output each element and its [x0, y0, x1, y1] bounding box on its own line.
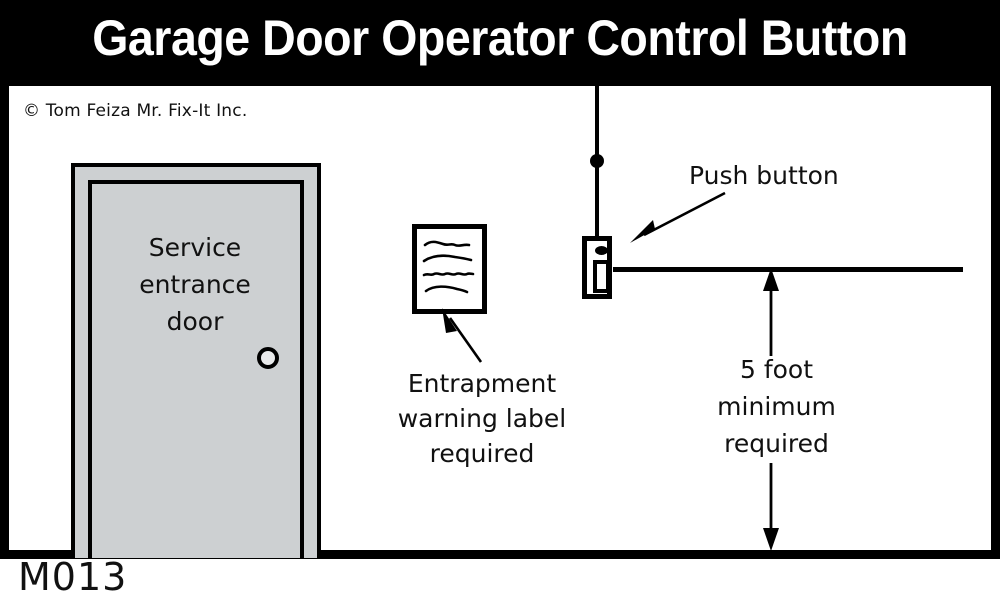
service-door-label: Service entrance door	[95, 229, 295, 340]
dimension-line2: minimum	[717, 392, 836, 421]
push-button-leader-arrow	[630, 191, 726, 243]
wall-reference-line	[613, 267, 963, 272]
dimension-line1: 5 foot	[739, 355, 814, 384]
entrapment-label-leader-arrow	[442, 308, 483, 363]
service-door-label-line2: entrance	[139, 270, 251, 299]
page-title: Garage Door Operator Control Button	[92, 10, 908, 66]
entrapment-warning-label-graphic	[412, 224, 487, 314]
wire-junction-dot-icon	[590, 154, 604, 168]
push-button-indicator-icon	[595, 246, 608, 255]
entrapment-callout-line2: warning label	[397, 404, 567, 433]
diagram-frame-border: © Tom Feiza Mr. Fix-It Inc. Service entr…	[0, 78, 1000, 559]
push-button-callout: Push button	[689, 161, 839, 190]
doorknob-icon	[257, 347, 279, 369]
push-button-switch-icon	[593, 260, 610, 293]
figure-code: M013	[18, 555, 128, 597]
dimension-callout: 5 foot minimum required	[664, 351, 889, 462]
service-door-label-line3: door	[166, 307, 224, 336]
service-door-label-line1: Service	[148, 233, 242, 262]
entrapment-warning-callout: Entrapment warning label required	[347, 366, 617, 471]
entrapment-callout-line1: Entrapment	[407, 369, 557, 398]
push-button-housing	[582, 236, 612, 299]
entrapment-callout-line3: required	[429, 439, 535, 468]
header-band: Garage Door Operator Control Button	[0, 0, 1000, 79]
copyright-notice: © Tom Feiza Mr. Fix-It Inc.	[23, 101, 248, 121]
dimension-line3: required	[724, 429, 829, 458]
service-door-panel	[88, 180, 304, 558]
warning-label-squiggles-icon	[422, 240, 475, 294]
diagram-canvas: © Tom Feiza Mr. Fix-It Inc. Service entr…	[9, 86, 991, 558]
